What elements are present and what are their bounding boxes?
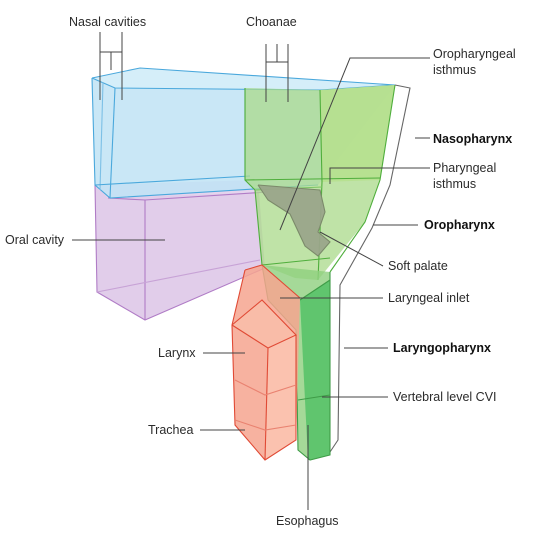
label-laryngopharynx: Laryngopharynx: [393, 341, 491, 355]
label-oropharyngeal-isthmus-1: Oropharyngeal: [433, 47, 516, 61]
label-esophagus: Esophagus: [276, 514, 339, 528]
label-trachea: Trachea: [148, 423, 193, 437]
label-laryngeal-inlet: Laryngeal inlet: [388, 291, 470, 305]
label-pharyngeal-isthmus-2: isthmus: [433, 177, 476, 191]
label-soft-palate: Soft palate: [388, 259, 448, 273]
larynx-trachea-region: [231, 264, 301, 461]
label-larynx: Larynx: [158, 346, 196, 360]
label-oral-cavity: Oral cavity: [5, 233, 65, 247]
labels: Nasal cavities Choanae Oropharyngeal ist…: [5, 15, 516, 528]
label-pharyngeal-isthmus-1: Pharyngeal: [433, 161, 496, 175]
label-nasopharynx: Nasopharynx: [433, 132, 512, 146]
label-nasal-cavities: Nasal cavities: [69, 15, 146, 29]
label-vertebral-level: Vertebral level CVI: [393, 390, 497, 404]
soft-palate: [257, 184, 331, 257]
label-choanae: Choanae: [246, 15, 297, 29]
label-oropharyngeal-isthmus-2: isthmus: [433, 63, 476, 77]
pharynx-region: [244, 84, 411, 456]
leader-lines: [72, 32, 430, 510]
label-oropharynx: Oropharynx: [424, 218, 495, 232]
